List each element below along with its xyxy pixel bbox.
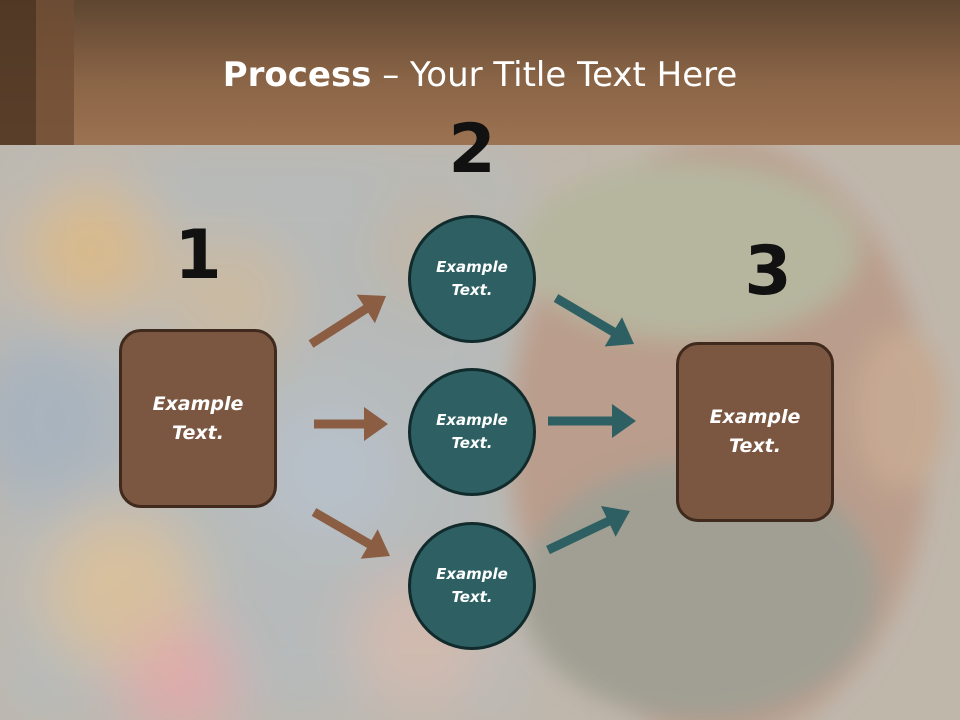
left-node-text: Example Text.	[152, 392, 244, 444]
bottom-node-circle[interactable]: Example Text.	[408, 522, 536, 650]
arrow-bottom-to-right	[546, 506, 630, 555]
header-stripe	[0, 0, 36, 145]
top-node-text: Example Text.	[436, 258, 508, 299]
step-number-1[interactable]: 1	[174, 216, 222, 295]
step-number-3[interactable]: 3	[744, 232, 792, 311]
left-node-box[interactable]: Example Text.	[119, 329, 277, 508]
title-rest: – Your Title Text Here	[371, 55, 738, 95]
arrow-left-to-middle	[314, 407, 388, 441]
right-node-text: Example Text.	[709, 406, 801, 457]
title-bold: Process	[222, 55, 372, 95]
arrow-middle-to-right	[548, 404, 636, 438]
bottom-node-text: Example Text.	[436, 565, 508, 606]
right-node-box[interactable]: Example Text.	[676, 342, 834, 522]
header-stripe	[36, 0, 74, 145]
arrow-left-to-top	[308, 294, 386, 348]
arrow-left-to-bottom	[311, 508, 390, 559]
middle-node-circle[interactable]: Example Text.	[408, 368, 536, 496]
step-number-2[interactable]: 2	[448, 110, 496, 189]
title-bar: Process – Your Title Text Here	[0, 0, 960, 145]
arrow-top-to-right	[553, 294, 634, 347]
middle-node-text: Example Text.	[436, 411, 508, 452]
top-node-circle[interactable]: Example Text.	[408, 215, 536, 343]
slide-title[interactable]: Process – Your Title Text Here	[0, 50, 960, 100]
